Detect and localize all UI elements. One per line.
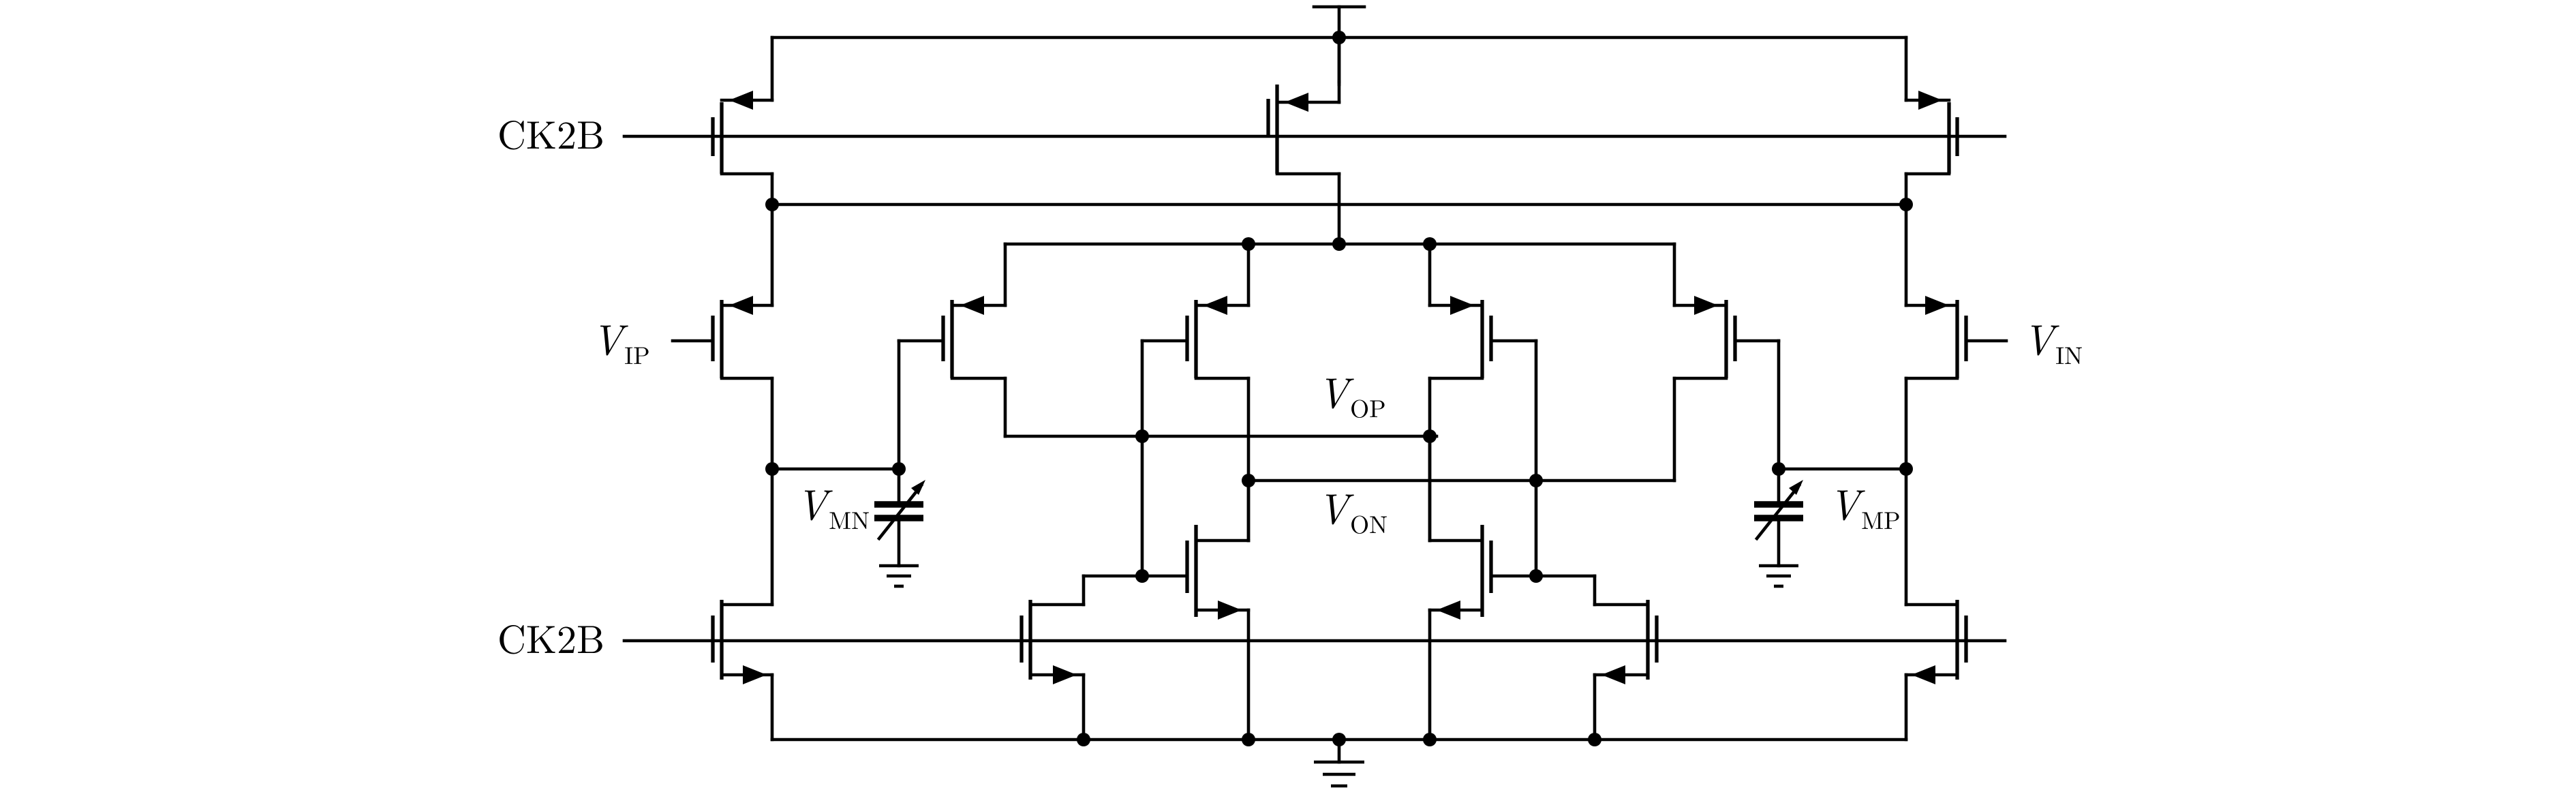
pmos-reset-left xyxy=(941,242,1439,438)
nmos-bias-right xyxy=(1534,574,1659,742)
nmos-latch-left xyxy=(1140,525,1251,742)
nmos-clk-right xyxy=(1904,467,1968,742)
vip-label: VIP xyxy=(592,307,650,371)
ground-rail xyxy=(770,738,1908,788)
output-nodes xyxy=(1246,434,1538,543)
pmos-clk-center xyxy=(1266,80,1341,246)
pmos-clk-right xyxy=(1904,91,1959,207)
varactor-vmp xyxy=(1733,339,1908,588)
clock-label-bottom: CK2B xyxy=(497,609,604,665)
pmos-reset-right xyxy=(1246,242,1737,483)
clock-label-top: CK2B xyxy=(497,104,604,160)
vop-label: VOP xyxy=(1317,360,1386,425)
nmos-bias-left xyxy=(1019,574,1144,742)
varactor-vmn xyxy=(770,339,945,588)
junction-dots xyxy=(765,31,1913,746)
pmos-latch-left xyxy=(1140,242,1251,578)
nmos-latch-right xyxy=(1428,525,1538,742)
pmos-clk-left xyxy=(711,91,774,207)
nmos-clk-left xyxy=(711,467,774,742)
vmn-label: VMN xyxy=(796,472,870,536)
pmos-input-left xyxy=(671,202,774,471)
von-label: VON xyxy=(1317,476,1387,541)
pmos-input-right xyxy=(1904,202,2008,471)
vmp-label: VMP xyxy=(1828,472,1901,536)
vin-label: VIN xyxy=(2023,307,2083,371)
